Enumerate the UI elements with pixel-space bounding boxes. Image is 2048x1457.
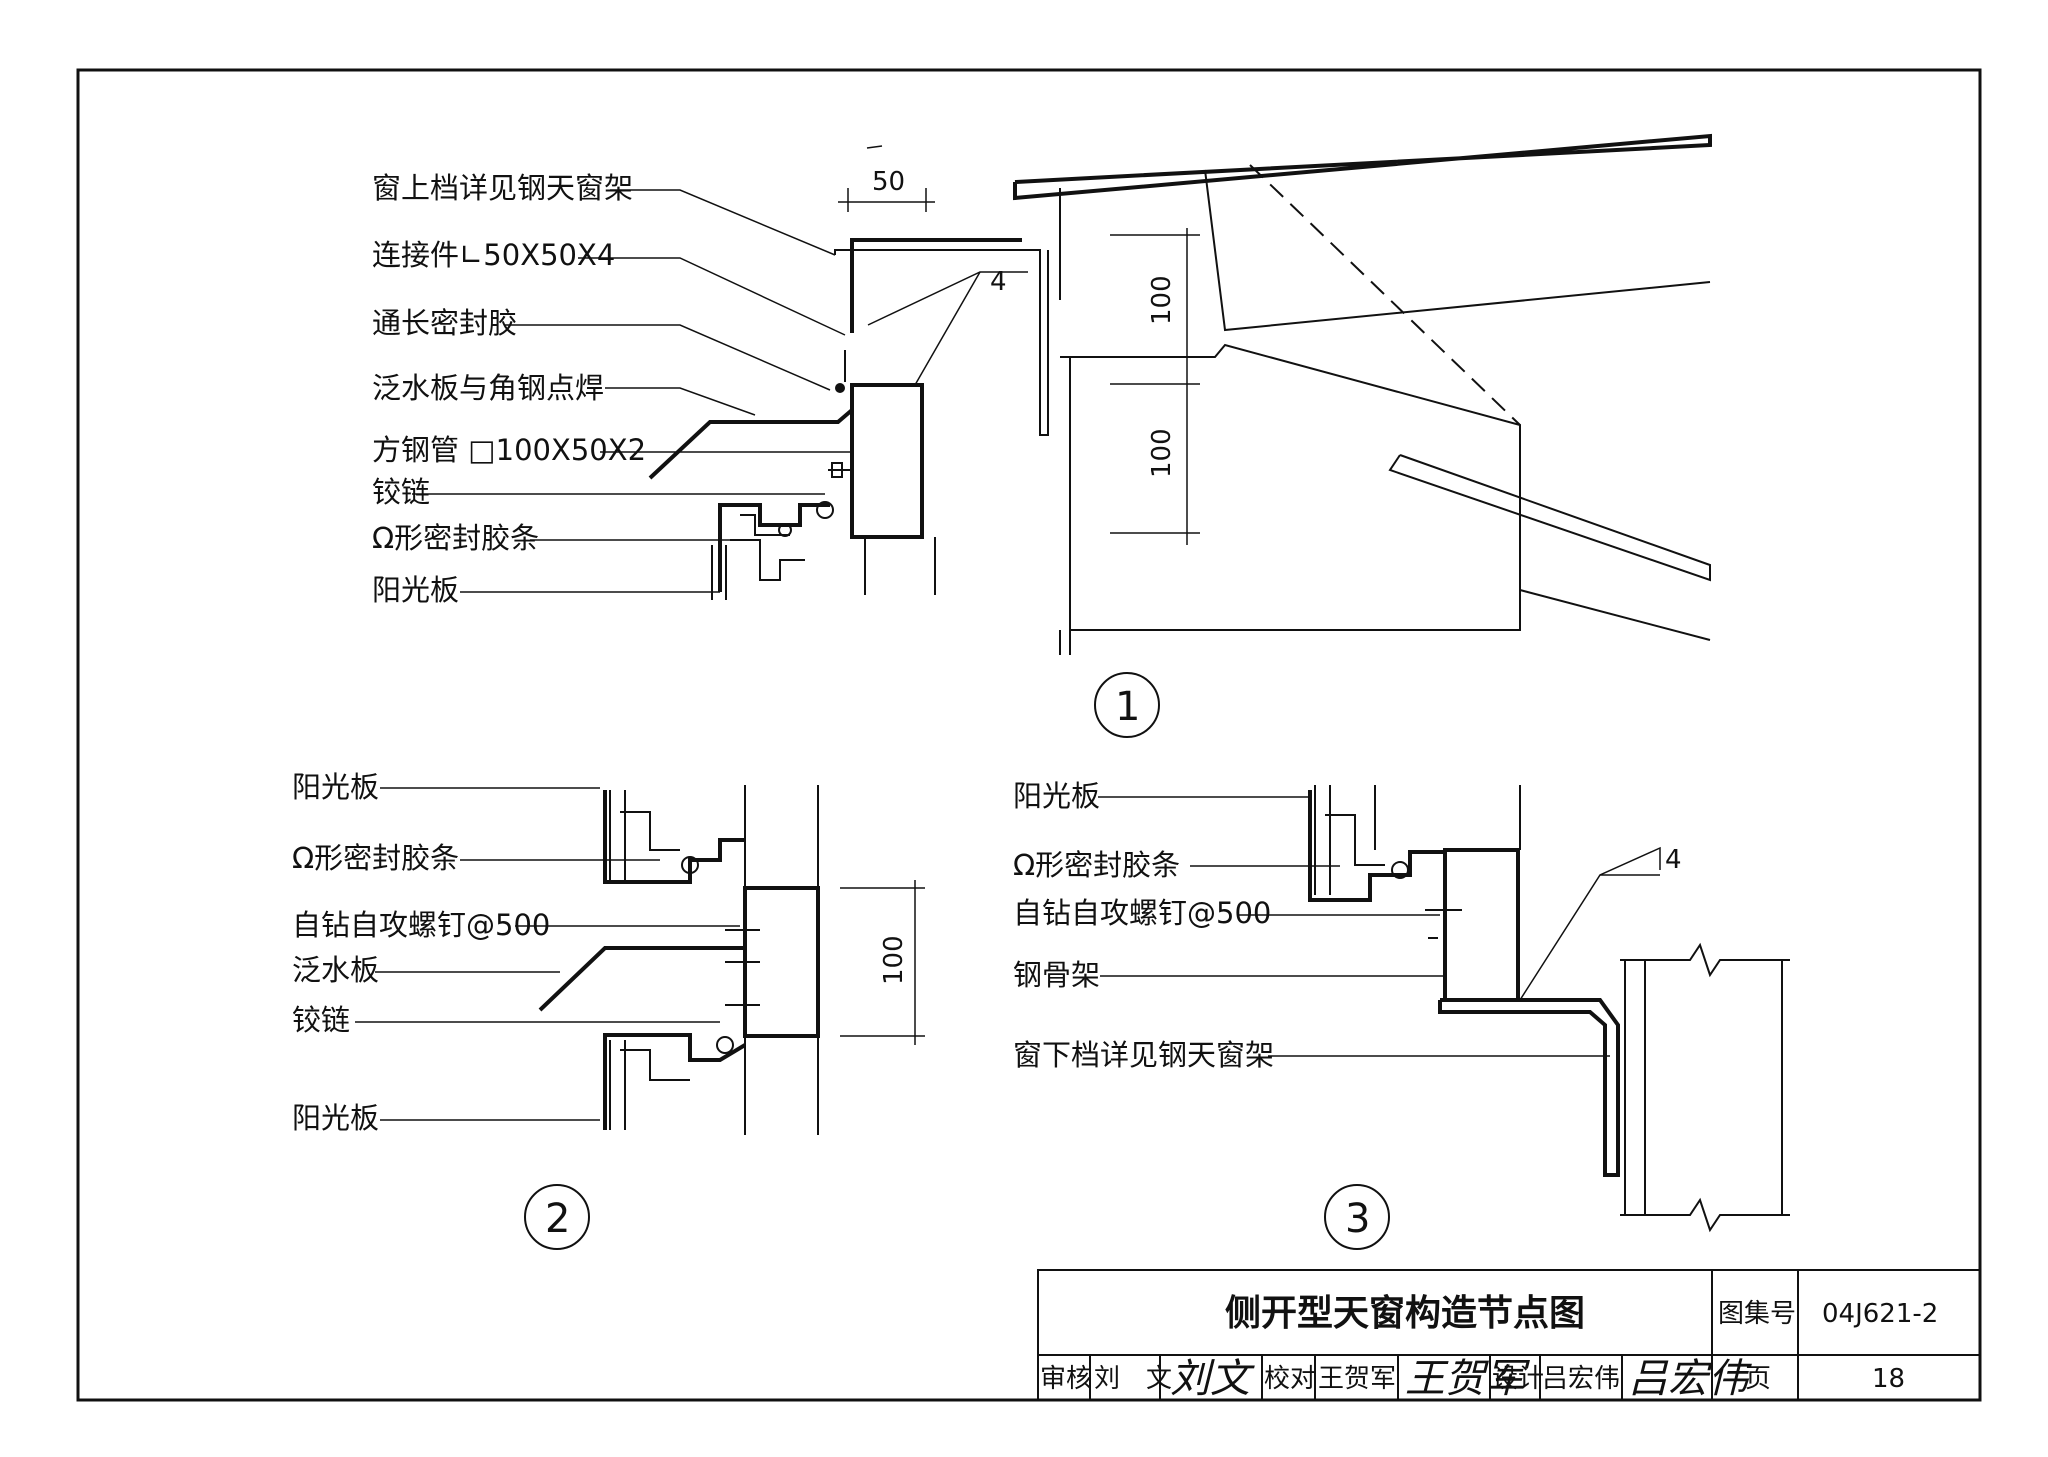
reviewer-signature: 刘文 (1170, 1356, 1255, 1402)
detail-3-bubble (1324, 1184, 1390, 1250)
title-block: 侧开型天窗构造节点图 图集号 04J621-2 审核 刘 文 刘文 校对 王贺军… (1037, 1269, 1981, 1402)
label-screw-2: 自钻自攻螺钉@500 (292, 908, 550, 942)
designer-signature: 吕宏伟 (1628, 1356, 1752, 1402)
sash-lower-2 (603, 1033, 747, 1130)
detail-2-number: 2 (545, 1196, 570, 1242)
frame-outline (1060, 343, 1521, 631)
angle-connector (850, 238, 1022, 333)
leader-flashing (605, 387, 756, 416)
leader-sealant (505, 324, 831, 391)
sash-profile-1 (718, 503, 830, 592)
upper-rail-profile (834, 249, 1049, 436)
break-line-bottom (1620, 1197, 1790, 1233)
label-omega-seal: Ω形密封胶条 (372, 521, 539, 555)
design-label: 设计 (1492, 1364, 1544, 1394)
label-steel-frame: 钢骨架 (1013, 958, 1100, 992)
designer-name: 吕宏伟 (1542, 1364, 1620, 1394)
label-angle-connector: 连接件∟50X50X4 (372, 238, 615, 272)
dim-50-text: 50 (872, 167, 905, 197)
label-flashing-weld: 泛水板与角钢点焊 (372, 371, 604, 405)
weld-mark-3: 4 (1665, 845, 1682, 875)
sash-3 (1308, 790, 1445, 902)
flashing-2 (538, 946, 745, 1012)
flashing-1 (648, 408, 854, 480)
label-lower-rail: 窗下档详见钢天窗架 (1013, 1038, 1274, 1072)
label-omega-seal-2: Ω形密封胶条 (292, 841, 459, 875)
dim-upper-text: 100 (1147, 275, 1177, 325)
break-line-top (1620, 942, 1790, 978)
square-tube-3 (1443, 848, 1520, 1002)
hinge-3 (1391, 861, 1409, 879)
checker-signature: 王贺军 (1405, 1356, 1530, 1402)
weld-symbol-3 (1519, 846, 1661, 1001)
label-hinge: 铰链 (372, 475, 430, 509)
check-label: 校对 (1264, 1364, 1316, 1394)
detail-1: 窗上档详见钢天窗架 连接件∟50X50X4 通长密封胶 泛水板与角钢点焊 方钢管… (372, 133, 1712, 738)
dim-lower-text: 100 (1147, 428, 1177, 478)
label-polycarbonate: 阳光板 (372, 573, 459, 607)
hinge-1 (816, 501, 834, 519)
reviewer-name: 刘 文 (1094, 1364, 1172, 1394)
detail-1-bubble (1094, 672, 1160, 738)
label-sealant: 通长密封胶 (372, 306, 517, 340)
lower-rail-3 (1438, 998, 1620, 1177)
sheet-border (76, 68, 1982, 1402)
leader-upper-rail (610, 189, 836, 256)
detail-3-number: 3 (1345, 1196, 1370, 1242)
label-upper-rail: 窗上档详见钢天窗架 (372, 171, 633, 205)
label-omega-seal-3: Ω形密封胶条 (1013, 848, 1180, 882)
detail-3: 阳光板 Ω形密封胶条 自钻自攻螺钉@500 钢骨架 窗下档详见钢天窗架 4 (1013, 779, 1790, 1250)
label-polycarbonate-top: 阳光板 (292, 770, 379, 804)
label-square-tube: 方钢管 □100X50X2 (372, 433, 646, 467)
checker-name: 王贺军 (1318, 1364, 1396, 1394)
review-label: 审核 (1040, 1364, 1092, 1394)
label-screw-3: 自钻自攻螺钉@500 (1013, 896, 1271, 930)
atlas-label: 图集号 (1718, 1299, 1796, 1329)
detail-2: 阳光板 Ω形密封胶条 自钻自攻螺钉@500 泛水板 铰链 阳光板 (292, 770, 925, 1250)
hinge-2 (716, 1036, 734, 1054)
label-polycarbonate-bottom: 阳光板 (292, 1101, 379, 1135)
atlas-number: 04J621-2 (1822, 1299, 1938, 1329)
label-hinge-2: 铰链 (292, 1003, 350, 1037)
dim-2-text: 100 (879, 935, 909, 985)
weld-mark-1: 4 (990, 267, 1007, 297)
page-label: 页 (1745, 1364, 1771, 1394)
sealant-dot (835, 383, 845, 393)
label-flashing-2: 泛水板 (292, 953, 379, 987)
hidden-brace (1249, 164, 1521, 426)
roof-sheet (1013, 133, 1712, 201)
leader-angle-connector (578, 257, 846, 336)
detail-2-bubble (524, 1184, 590, 1250)
drawing-title: 侧开型天窗构造节点图 (1225, 1293, 1585, 1334)
square-tube-1 (850, 383, 924, 539)
page-number: 18 (1872, 1364, 1905, 1394)
detail-1-number: 1 (1115, 684, 1140, 730)
label-polycarbonate-3: 阳光板 (1013, 779, 1100, 813)
sash-upper-2 (603, 790, 745, 884)
lower-rail (1388, 454, 1711, 582)
